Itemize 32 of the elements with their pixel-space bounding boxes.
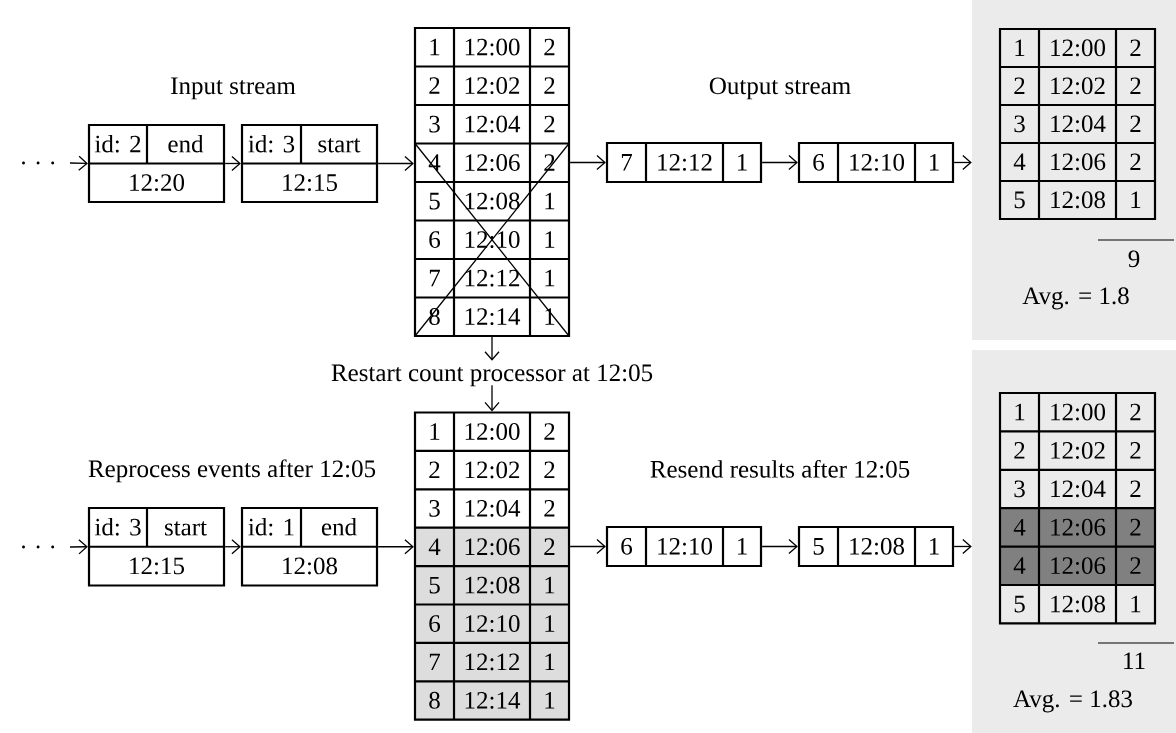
arrow xyxy=(224,539,241,555)
arrow xyxy=(484,384,500,412)
result-table: 1 12:00 2 2 12:02 2 3 12:04 2 4 12:06 2 4 12:06 2 5 12:08 1 xyxy=(998,391,1157,625)
arrow xyxy=(569,154,606,171)
stream-label: Resend results after 12:05 xyxy=(650,459,910,478)
result-box: 5 12:08 1 xyxy=(797,525,955,568)
arrow xyxy=(69,155,88,171)
event-box: id: 3 start 12:15 xyxy=(87,506,226,587)
stream-label: Input stream xyxy=(171,77,296,100)
event-box: id: 1 end 12:08 xyxy=(240,506,379,587)
arrow xyxy=(569,538,606,555)
arrow xyxy=(761,538,798,555)
event-box: id: 3 start 12:15 xyxy=(240,123,379,204)
arrow xyxy=(69,539,88,555)
step-label: Restart count processor at 12:05 xyxy=(331,364,653,387)
result-box: 6 12:10 1 xyxy=(797,141,955,184)
result-box: 6 12:10 1 xyxy=(605,525,763,568)
arrow xyxy=(377,155,414,172)
ellipsis: . . . xyxy=(22,161,55,165)
arrow xyxy=(484,336,500,361)
stream-label: Reprocess events after 12:05 xyxy=(88,459,376,483)
arrow xyxy=(377,539,414,555)
event-box: id: 2 end 12:20 xyxy=(87,123,226,204)
ellipsis: . . . xyxy=(22,545,55,549)
result-box: 7 12:12 1 xyxy=(605,141,763,184)
arrow xyxy=(761,154,798,171)
arrow xyxy=(224,155,241,172)
data-table: 1 12:00 2 2 12:02 2 3 12:04 2 4 12:06 2 5 12:08 1 6 12:10 1 7 12:12 1 8 12:14 1 xyxy=(413,411,571,721)
stream-label: Output stream xyxy=(709,77,851,100)
result-table: 1 12:00 2 2 12:02 2 3 12:04 2 4 12:06 2 5 12:08 1 xyxy=(998,27,1157,221)
arrow xyxy=(953,538,972,555)
arrow xyxy=(953,154,972,171)
